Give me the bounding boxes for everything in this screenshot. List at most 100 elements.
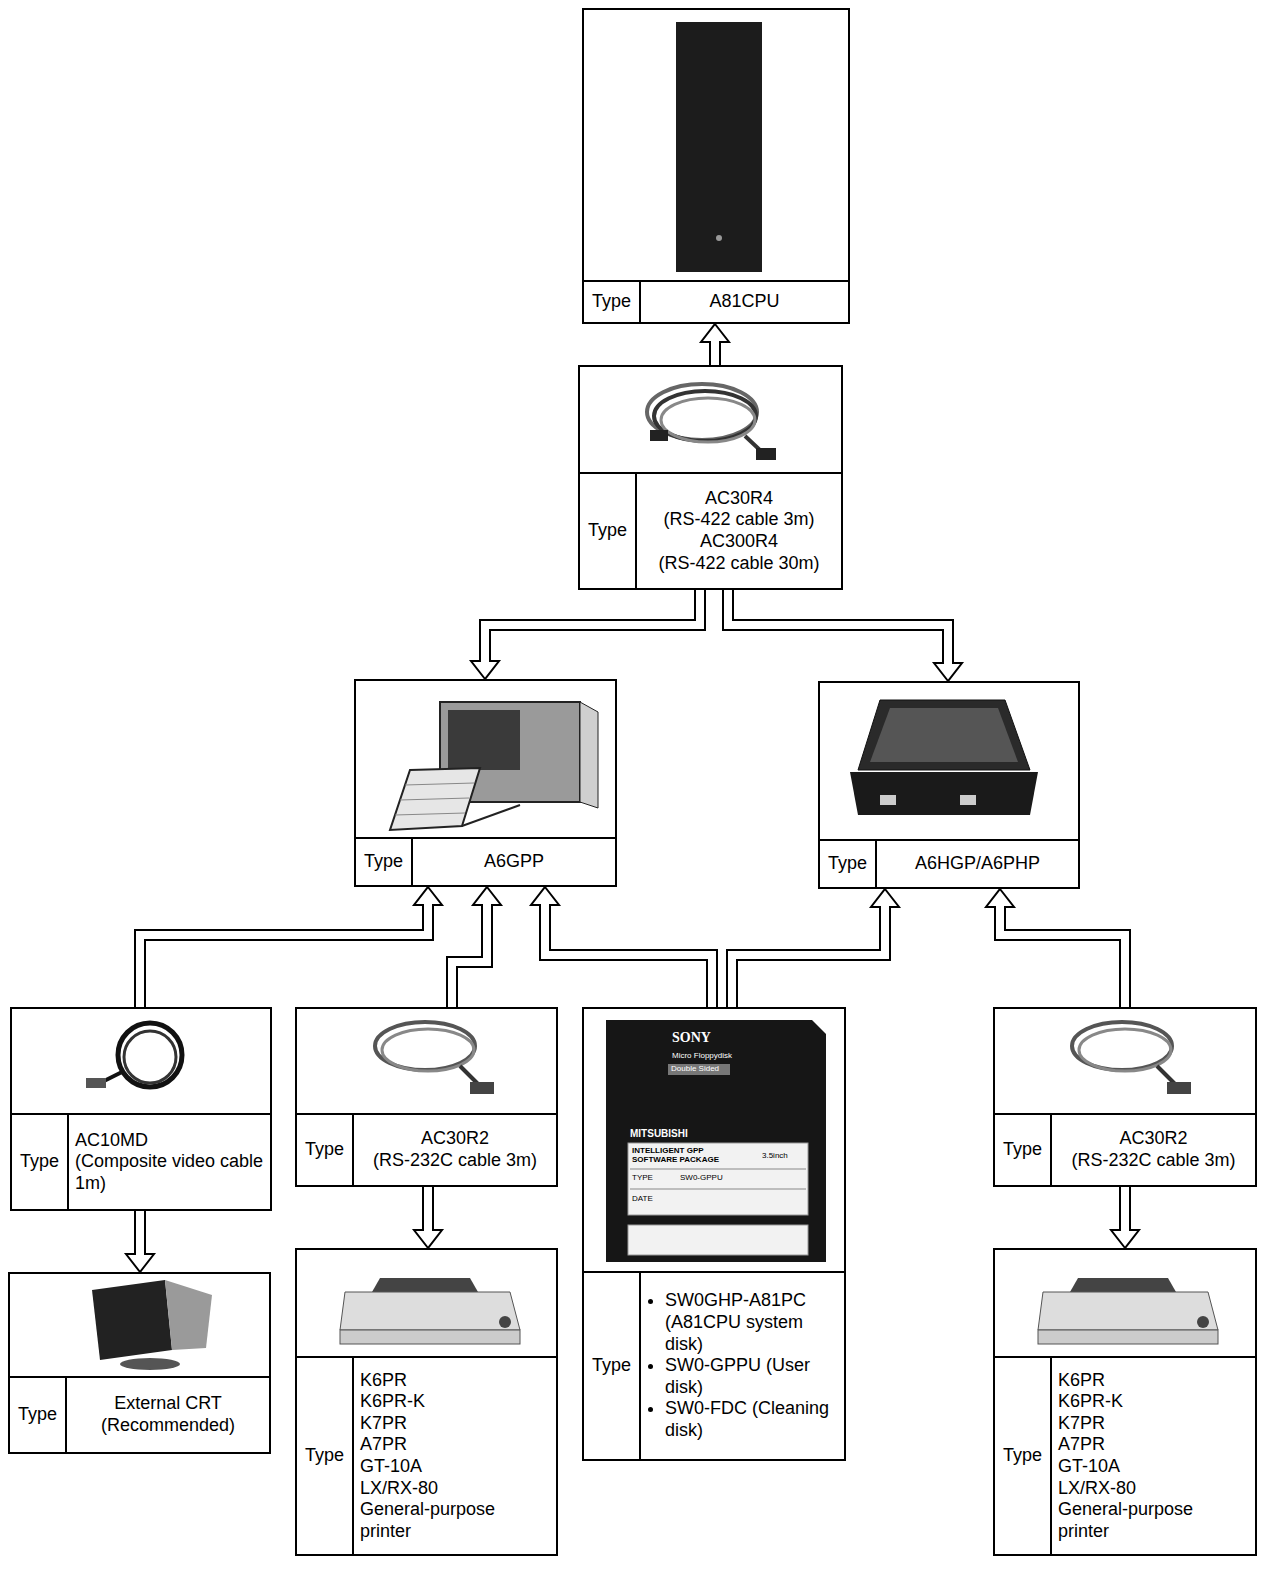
hollow-arrow [471, 590, 700, 679]
rs232c-cable-picture-part [382, 1029, 474, 1071]
value-cell: K6PRK6PR-KK7PRA7PRGT-10ALX/RX-80General-… [354, 1358, 556, 1554]
arrow-outline [140, 905, 428, 1007]
disk-label-text: MITSUBISHI [630, 1128, 730, 1139]
arrow-hollow [728, 590, 948, 666]
type-row: Type AC10MD(Composite video cable 1m) [12, 1113, 270, 1209]
product-box: Type AC30R2(RS-232C cable 3m) [295, 1007, 558, 1187]
hollow-arrow [414, 1187, 442, 1248]
arrow-hollow [452, 902, 487, 1007]
type-value: AC30R4 [643, 488, 835, 510]
image-area [995, 1250, 1255, 1356]
type-value: External CRT (Recommended) [73, 1393, 263, 1436]
floppy-disk-picture-part [628, 1143, 808, 1215]
video-cable-picture-part [118, 1023, 182, 1087]
a6hgp-picture-part [960, 795, 976, 805]
type-value: A7PR [360, 1434, 550, 1456]
hollow-arrow [140, 887, 442, 1007]
disk-label-text: 3.5inch [762, 1152, 802, 1161]
hollow-arrow [732, 889, 899, 1007]
type-cell: Type [580, 474, 637, 588]
type-value: K6PR-K [360, 1391, 550, 1413]
image-area [297, 1009, 556, 1113]
image-area [297, 1250, 556, 1356]
rs232c-cable-picture-part [1072, 1022, 1172, 1070]
product-box: Type SW0GHP-A81PC (A81CPU system disk)SW0… [582, 1007, 846, 1461]
printer-picture-part [1038, 1330, 1218, 1344]
arrow-hollow [545, 902, 712, 1007]
image-area [356, 681, 615, 837]
value-cell: AC30R2(RS-232C cable 3m) [354, 1115, 556, 1185]
video-cable-picture [86, 1023, 182, 1088]
disk-item: SW0-GPPU (User disk) [665, 1355, 838, 1398]
type-row: TypeA81CPU [584, 280, 848, 322]
crt-monitor-picture-part [165, 1280, 212, 1350]
type-label: Type [828, 853, 867, 875]
rs422-cable-picture-part [654, 391, 756, 441]
type-row: TypeA6GPP [356, 837, 615, 885]
type-value: K6PR [1058, 1370, 1249, 1392]
type-row: Type SW0GHP-A81PC (A81CPU system disk)SW0… [584, 1271, 844, 1459]
disk-label-text: Double Sided [671, 1065, 731, 1074]
printer-picture-part [1038, 1292, 1218, 1330]
floppy-disk-picture-part [668, 1064, 730, 1075]
type-value: K6PR [360, 1370, 550, 1392]
rs232c-cable-picture-part [1157, 1066, 1175, 1084]
product-box: Type AC10MD(Composite video cable 1m) [10, 1007, 272, 1211]
type-label: Type [18, 1404, 57, 1426]
a6gpp-picture-part [462, 805, 520, 826]
printer-picture-part [372, 1278, 478, 1292]
rs232c-cable-picture [375, 1022, 494, 1094]
product-box: Type External CRT (Recommended) [8, 1272, 271, 1454]
type-cell: Type [995, 1358, 1052, 1554]
type-value: AC30R2 [360, 1128, 550, 1150]
type-value: (Composite video cable 1m) [75, 1151, 264, 1194]
type-value: A7PR [1058, 1434, 1249, 1456]
printer-picture-part [340, 1292, 520, 1330]
hollow-arrow [452, 887, 501, 1007]
type-cell: Type [356, 839, 413, 885]
floppy-disk-picture [606, 1020, 826, 1262]
disk-label-text: DATE [632, 1195, 662, 1204]
type-label: Type [305, 1445, 344, 1467]
arrow-outline [452, 905, 487, 1007]
hollow-arrow [728, 590, 962, 681]
image-area [12, 1009, 270, 1113]
type-cell: Type [820, 841, 877, 887]
arrow-hollow [485, 590, 700, 664]
disk-label-text: SONY [672, 1030, 752, 1045]
floppy-disk-picture-part [606, 1020, 826, 1262]
type-label: Type [305, 1139, 344, 1161]
type-value: K7PR [1058, 1413, 1249, 1435]
disk-label-text: INTELLIGENT GPP SOFTWARE PACKAGE [632, 1147, 744, 1165]
type-value: AC10MD [75, 1130, 264, 1152]
type-value: K7PR [360, 1413, 550, 1435]
type-label: Type [592, 1355, 631, 1377]
value-cell: SW0GHP-A81PC (A81CPU system disk)SW0-GPP… [641, 1273, 844, 1459]
rs422-cable-picture-part [661, 398, 755, 442]
arrow-hollow [1000, 904, 1125, 1007]
type-label: Type [20, 1151, 59, 1173]
printer-picture [340, 1278, 520, 1344]
type-row: TypeK6PRK6PR-KK7PRA7PRGT-10ALX/RX-80Gene… [995, 1356, 1255, 1554]
product-box: TypeA81CPU [582, 8, 850, 324]
printer-picture-part [1070, 1278, 1176, 1292]
arrow-hollow [140, 902, 428, 1007]
type-row: Type K6PRK6PR-KK7PRA7PRGT-10ALX/RX-80Gene… [297, 1356, 556, 1554]
a6gpp-picture-part [580, 702, 598, 808]
a6gpp-picture-part [395, 783, 474, 815]
printer-picture-part [340, 1330, 520, 1344]
rs422-cable-picture [647, 384, 776, 460]
type-value: (RS-422 cable 30m) [643, 553, 835, 575]
arrow-hollow [424, 1187, 432, 1233]
arrow-hollow [136, 1211, 144, 1257]
type-value: General-purpose printer [1058, 1499, 1249, 1542]
type-value: (RS-422 cable 3m) [643, 509, 835, 531]
hollow-arrow [531, 887, 712, 1007]
product-box: TypeAC30R4(RS-422 cable 3m)AC300R4(RS-42… [578, 365, 843, 590]
hollow-arrow [126, 1211, 154, 1272]
type-value: (RS-232C cable 3m) [360, 1150, 550, 1172]
disk-item: SW0GHP-A81PC (A81CPU system disk) [665, 1290, 838, 1355]
hollow-arrow [986, 889, 1125, 1007]
type-label: Type [1003, 1139, 1042, 1161]
